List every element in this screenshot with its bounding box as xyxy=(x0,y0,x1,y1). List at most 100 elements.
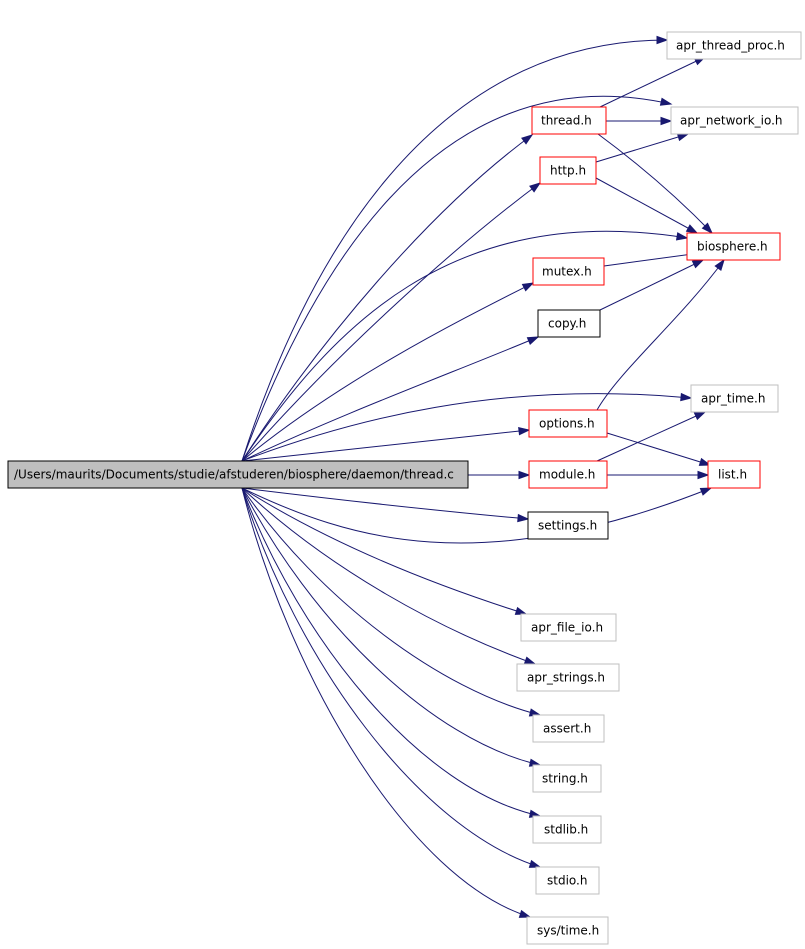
edge-arrowhead xyxy=(521,282,535,292)
edge-arrowhead xyxy=(691,259,705,269)
node-stdlib-h[interactable]: stdlib.h xyxy=(532,815,602,844)
edge-http-h-to-biosphere-h xyxy=(595,177,699,234)
edge-thread-c-to-stdio-h xyxy=(241,487,542,868)
edge-thread-c-to-settings-h xyxy=(241,487,530,523)
edge-copy-h-to-biosphere-h xyxy=(599,259,705,311)
edge-line xyxy=(597,133,713,234)
edge-http-h-to-apr-network-io-h xyxy=(595,133,690,163)
node-thread-c-label: /Users/maurits/Documents/studie/afstuder… xyxy=(14,468,454,482)
edge-thread-c-to-apr-time-h xyxy=(241,392,693,462)
edge-thread-c-to-thread-h xyxy=(241,134,534,462)
node-apr-strings-h-label: apr_strings.h xyxy=(527,671,605,685)
node-string-h[interactable]: string.h xyxy=(532,764,602,793)
node-stdio-h[interactable]: stdio.h xyxy=(535,866,600,895)
edge-line xyxy=(241,95,672,462)
edge-thread-c-to-module-h xyxy=(468,470,531,480)
node-list-h[interactable]: list.h xyxy=(707,460,761,489)
edge-line xyxy=(241,487,527,615)
node-copy-h-label: copy.h xyxy=(548,317,586,331)
edge-line xyxy=(241,393,692,462)
edge-thread-c-to-http-h xyxy=(241,182,542,462)
node-thread-c[interactable]: /Users/maurits/Documents/studie/afstuder… xyxy=(7,460,469,489)
edge-thread-c-to-assert-h xyxy=(241,487,542,717)
edge-options-h-to-list-h xyxy=(606,432,712,466)
edge-line xyxy=(241,487,541,766)
edge-thread-h-to-biosphere-h xyxy=(597,133,714,235)
node-apr-strings-h[interactable]: apr_strings.h xyxy=(516,663,620,692)
edge-thread-c-to-sys-time-h xyxy=(241,487,532,918)
edge-arrowhead xyxy=(693,411,707,421)
edge-arrowhead xyxy=(659,97,673,106)
nodes-layer: /Users/maurits/Documents/studie/afstuder… xyxy=(7,31,802,945)
node-stdlib-h-label: stdlib.h xyxy=(544,823,588,837)
edge-line xyxy=(603,252,701,267)
edge-arrowhead xyxy=(518,909,532,918)
edge-thread-c-to-list-h xyxy=(241,487,713,544)
node-options-h-label: options.h xyxy=(539,417,595,431)
edge-arrowhead xyxy=(528,859,542,868)
edge-arrowhead xyxy=(697,470,710,480)
edge-line xyxy=(241,487,529,520)
edge-module-h-to-apr-time-h xyxy=(596,411,707,462)
edge-line xyxy=(241,487,541,716)
edge-line xyxy=(241,487,541,868)
node-sys-time-h[interactable]: sys/time.h xyxy=(526,916,609,945)
edge-arrowhead xyxy=(517,513,530,523)
node-thread-h[interactable]: thread.h xyxy=(531,106,607,135)
edge-thread-c-to-apr-thread-proc-h xyxy=(241,35,669,462)
edge-thread-c-to-apr-network-io-h xyxy=(241,95,673,462)
edge-line xyxy=(606,432,711,466)
edge-arrowhead xyxy=(523,656,537,665)
edge-line xyxy=(241,336,539,462)
node-options-h[interactable]: options.h xyxy=(528,409,608,438)
edge-arrowhead xyxy=(660,116,673,126)
node-apr-file-io-h-label: apr_file_io.h xyxy=(531,621,603,635)
node-assert-h[interactable]: assert.h xyxy=(532,714,605,743)
node-copy-h[interactable]: copy.h xyxy=(537,309,601,338)
edge-arrowhead xyxy=(675,232,689,241)
edge-thread-c-to-mutex-h xyxy=(241,282,535,462)
node-module-h[interactable]: module.h xyxy=(528,460,608,489)
edge-thread-c-to-copy-h xyxy=(241,336,540,462)
edge-line xyxy=(241,487,541,817)
edge-line xyxy=(595,133,689,163)
node-mutex-h[interactable]: mutex.h xyxy=(532,257,605,286)
node-apr-time-h[interactable]: apr_time.h xyxy=(690,384,779,413)
node-apr-network-io-h[interactable]: apr_network_io.h xyxy=(670,106,799,135)
node-assert-h-label: assert.h xyxy=(543,722,591,736)
edge-thread-c-to-biosphere-h xyxy=(241,230,689,462)
node-apr-thread-proc-h-label: apr_thread_proc.h xyxy=(676,39,785,53)
edge-line xyxy=(595,177,698,234)
node-apr-file-io-h[interactable]: apr_file_io.h xyxy=(520,613,617,642)
edge-line xyxy=(241,487,712,544)
edge-line xyxy=(241,487,536,665)
edge-thread-c-to-options-h xyxy=(241,427,531,462)
edge-arrowhead xyxy=(680,392,693,402)
edge-mutex-h-to-biosphere-h xyxy=(603,250,702,267)
edges-layer xyxy=(241,35,725,918)
node-biosphere-h[interactable]: biosphere.h xyxy=(686,232,781,261)
edge-arrowhead xyxy=(529,182,542,193)
edge-arrowhead xyxy=(518,427,531,436)
node-module-h-label: module.h xyxy=(539,468,595,482)
edge-arrowhead xyxy=(656,35,669,45)
edge-line xyxy=(241,429,530,462)
node-string-h-label: string.h xyxy=(542,772,588,786)
edge-thread-h-to-apr-thread-proc-h xyxy=(599,56,707,108)
node-mutex-h-label: mutex.h xyxy=(542,265,592,279)
node-biosphere-h-label: biosphere.h xyxy=(697,240,768,254)
node-apr-thread-proc-h[interactable]: apr_thread_proc.h xyxy=(666,31,802,60)
edge-arrowhead xyxy=(714,258,725,271)
node-settings-h[interactable]: settings.h xyxy=(527,511,609,540)
edge-line xyxy=(241,39,668,462)
edge-arrowhead xyxy=(698,457,712,466)
edge-line xyxy=(599,259,704,311)
edge-line xyxy=(241,487,531,918)
edge-arrowhead xyxy=(521,134,534,145)
edge-arrowhead xyxy=(685,224,699,234)
edge-arrowhead xyxy=(676,133,690,142)
node-http-h[interactable]: http.h xyxy=(539,156,597,185)
node-http-h-label: http.h xyxy=(550,164,586,178)
edge-line xyxy=(596,259,725,411)
node-list-h-label: list.h xyxy=(718,468,747,482)
